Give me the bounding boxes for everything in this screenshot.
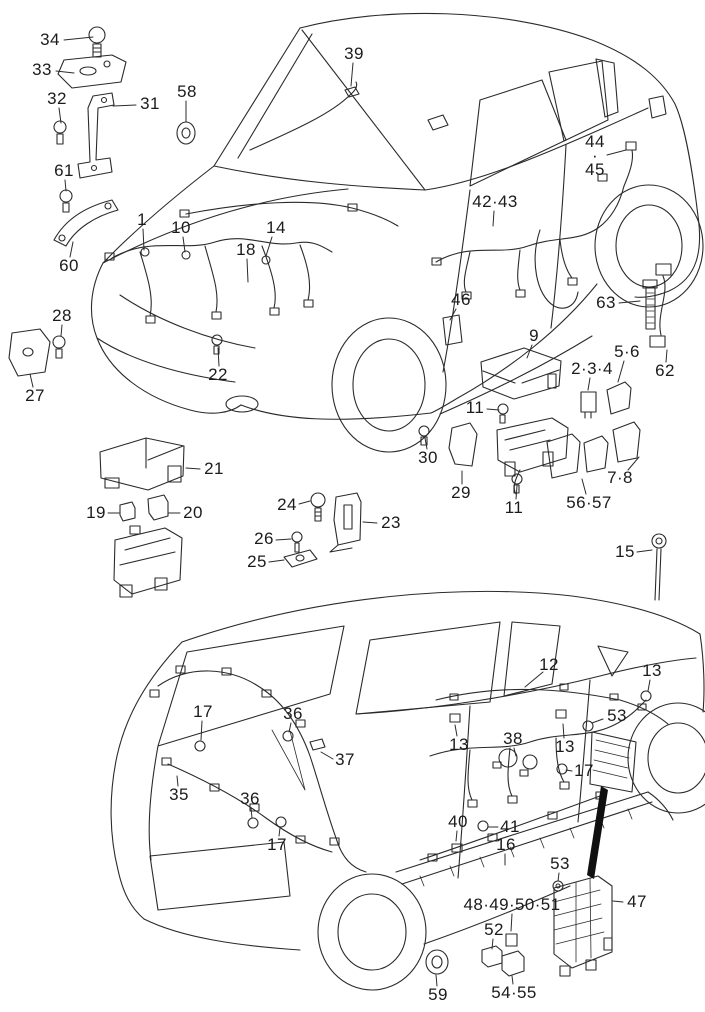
callout-42-43: 42·43 bbox=[472, 192, 518, 212]
pointer-arrow bbox=[587, 786, 608, 879]
callout-13: 13 bbox=[555, 737, 575, 757]
top-engine-harness-art bbox=[104, 141, 637, 324]
top-part-sketches bbox=[8, 26, 672, 601]
callout-36: 36 bbox=[283, 704, 303, 724]
callout-17: 17 bbox=[267, 835, 287, 855]
callout-7-8: 7·8 bbox=[607, 468, 633, 488]
callout-13: 13 bbox=[449, 735, 469, 755]
callout-25: 25 bbox=[247, 552, 267, 572]
callout-48-49-50-51: 48·49·50·51 bbox=[463, 895, 561, 915]
callout-39: 39 bbox=[344, 44, 364, 64]
callout-41: 41 bbox=[500, 817, 520, 837]
callout-58: 58 bbox=[177, 82, 197, 102]
callout-21: 21 bbox=[204, 459, 224, 479]
callout-31: 31 bbox=[140, 94, 160, 114]
callout-62: 62 bbox=[655, 361, 675, 381]
bottom-car-illustration bbox=[110, 590, 705, 991]
callout-5-6: 5·6 bbox=[614, 342, 640, 362]
callout-53: 53 bbox=[550, 854, 570, 874]
callout-26: 26 bbox=[254, 529, 274, 549]
callout-23: 23 bbox=[381, 513, 401, 533]
callout-53: 53 bbox=[607, 706, 627, 726]
callout-60: 60 bbox=[59, 256, 79, 276]
callout-12: 12 bbox=[539, 655, 559, 675]
callout-59: 59 bbox=[428, 985, 448, 1005]
callout-30: 30 bbox=[418, 448, 438, 468]
callout-17: 17 bbox=[193, 702, 213, 722]
callout-22: 22 bbox=[208, 365, 228, 385]
callout-44-45: 44 · 45 bbox=[585, 132, 605, 179]
callout-63: 63 bbox=[596, 293, 616, 313]
leader-lines bbox=[29, 36, 668, 987]
callout-34: 34 bbox=[40, 30, 60, 50]
callout-28: 28 bbox=[52, 306, 72, 326]
callout-9: 9 bbox=[529, 326, 539, 346]
callout-54-55: 54·55 bbox=[491, 983, 537, 1003]
callout-37: 37 bbox=[335, 750, 355, 770]
callout-13: 13 bbox=[642, 661, 662, 681]
callout-56-57: 56·57 bbox=[566, 493, 612, 513]
callout-40: 40 bbox=[448, 812, 468, 832]
callout-33: 33 bbox=[32, 60, 52, 80]
callout-32: 32 bbox=[47, 89, 67, 109]
callout-18: 18 bbox=[236, 240, 256, 260]
callout-46: 46 bbox=[451, 290, 471, 310]
callout-61: 61 bbox=[54, 161, 74, 181]
callout-36: 36 bbox=[240, 789, 260, 809]
callout-11: 11 bbox=[504, 498, 524, 518]
callout-47: 47 bbox=[627, 892, 647, 912]
callout-15: 15 bbox=[615, 542, 635, 562]
callout-38: 38 bbox=[503, 729, 523, 749]
callout-14: 14 bbox=[266, 218, 286, 238]
callout-52: 52 bbox=[484, 920, 504, 940]
callout-29: 29 bbox=[451, 483, 471, 503]
callout-24: 24 bbox=[277, 495, 297, 515]
callout-1: 1 bbox=[137, 210, 147, 230]
callout-2-3-4: 2·3·4 bbox=[571, 359, 613, 379]
callout-27: 27 bbox=[25, 386, 45, 406]
callout-19: 19 bbox=[86, 503, 106, 523]
callout-16: 16 bbox=[496, 835, 516, 855]
callout-17: 17 bbox=[574, 761, 594, 781]
bottom-harness-art bbox=[149, 665, 669, 977]
callout-10: 10 bbox=[171, 218, 191, 238]
callout-20: 20 bbox=[183, 503, 203, 523]
callout-11: 11 bbox=[465, 398, 485, 418]
callout-35: 35 bbox=[169, 785, 189, 805]
